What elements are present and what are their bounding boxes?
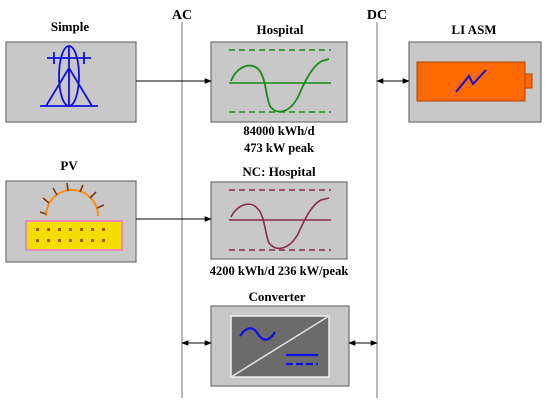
li-asm-label: LI ASM xyxy=(451,22,496,37)
solar-panel-icon xyxy=(25,182,123,251)
hospital-label: Hospital xyxy=(257,22,304,37)
pv-cell-dot xyxy=(36,228,39,231)
pv-cell-dot xyxy=(80,228,83,231)
pv-cell-dot xyxy=(69,228,72,231)
nc-hospital-label: NC: Hospital xyxy=(242,164,316,179)
converter-label: Converter xyxy=(248,289,305,304)
nc-hospital-info-text: 4200 kWh/d 236 kW/peak xyxy=(210,264,349,278)
hospital-component[interactable] xyxy=(210,41,348,123)
nc-hospital-component[interactable] xyxy=(210,181,348,260)
pv-cell-dot xyxy=(102,228,105,231)
pv-cell-dot xyxy=(80,239,83,242)
load-profile-icon xyxy=(229,189,331,251)
generator-icon xyxy=(40,45,98,107)
li-asm-component[interactable] xyxy=(408,41,542,123)
ac-bus-label: AC xyxy=(172,8,192,23)
hospital-peak-text: 473 kW peak xyxy=(244,141,314,155)
pv-cell-dot xyxy=(47,239,50,242)
dc-bus-label: DC xyxy=(367,8,387,23)
pv-cell-dot xyxy=(47,228,50,231)
pv-cell-dot xyxy=(91,239,94,242)
converter-component[interactable] xyxy=(210,305,350,387)
load-profile-icon xyxy=(229,49,331,113)
pv-cell-dot xyxy=(102,239,105,242)
pv-cell-dot xyxy=(58,239,61,242)
pv-cell-dot xyxy=(36,239,39,242)
simple-label: Simple xyxy=(51,19,90,34)
battery-icon xyxy=(416,61,533,102)
pv-label: PV xyxy=(60,158,78,173)
pv-cell-dot xyxy=(91,228,94,231)
hospital-energy-text: 84000 kWh/d xyxy=(243,124,314,138)
pv-cell-dot xyxy=(69,239,72,242)
simple-component[interactable] xyxy=(5,41,137,123)
ac-dc-converter-icon xyxy=(230,315,330,378)
pv-component[interactable] xyxy=(5,180,137,263)
pv-cell-dot xyxy=(58,228,61,231)
